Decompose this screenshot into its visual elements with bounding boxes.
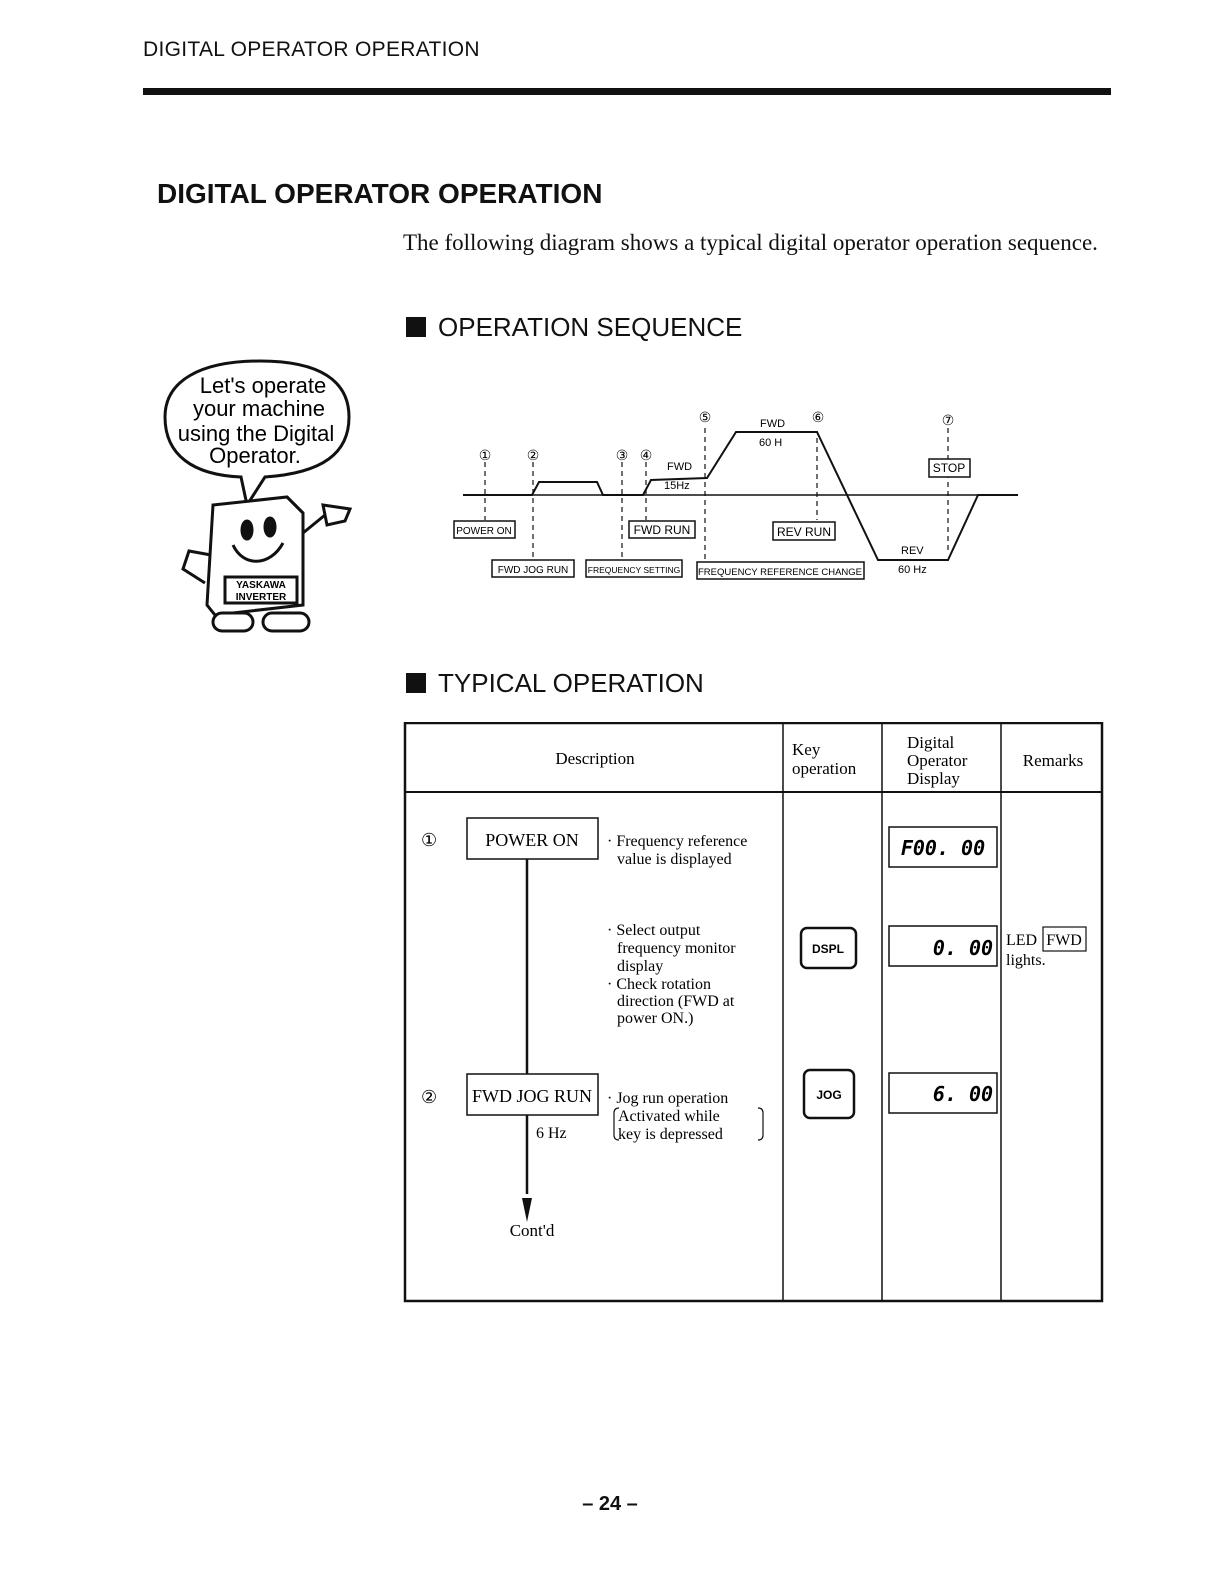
row-2-desc: key is depressed	[618, 1126, 723, 1143]
row-1b-desc: direction (FWD at	[617, 993, 735, 1010]
label-fwd-mid: FWD	[667, 461, 692, 473]
row-1-desc: · Frequency reference	[607, 833, 747, 850]
box-rev-run	[772, 521, 836, 541]
remark-fwd-box	[1042, 926, 1087, 952]
page-number: – 24 –	[582, 1493, 638, 1515]
running-header: DIGITAL OPERATOR OPERATION	[143, 38, 480, 61]
row-1b-desc: power ON.)	[617, 1010, 693, 1027]
step-3: ③	[616, 447, 629, 463]
flow-arrow-icon	[522, 1198, 532, 1222]
remark-lights: lights.	[1006, 952, 1046, 969]
box-stop	[928, 458, 971, 478]
box-power-on-label: POWER ON	[456, 526, 512, 537]
label-15hz: 15Hz	[664, 480, 690, 492]
step-1: ①	[479, 447, 492, 463]
section-operation-sequence: OPERATION SEQUENCE	[406, 312, 742, 343]
row-2-desc: Activated while	[618, 1108, 720, 1125]
remark-led: LED	[1006, 932, 1037, 949]
section-heading: TYPICAL OPERATION	[438, 668, 704, 698]
header-rule	[143, 88, 1111, 95]
header-key: operation	[792, 759, 857, 778]
row-2-display	[888, 1072, 998, 1114]
remark-fwd-label: FWD	[1046, 932, 1082, 949]
box-power-on	[453, 520, 516, 539]
label-60hz-fwd: 60 H	[759, 437, 782, 449]
step-6: ⑥	[812, 409, 825, 425]
mascot-character	[181, 495, 353, 633]
bullet-square-icon	[406, 673, 426, 693]
badge-line: YASKAWA	[236, 580, 286, 591]
operation-sequence-diagram: ① ② ③ ④ ⑤ ⑥ ⑦ FWD 60 H FWD 15Hz REV 60 H…	[453, 409, 1018, 580]
bullet-square-icon	[406, 317, 426, 337]
row-1-number: ①	[421, 830, 437, 850]
row-2-sub: 6 Hz	[536, 1125, 567, 1142]
speech-bubble	[163, 359, 351, 509]
step-marker-lines	[484, 428, 949, 560]
jog-key-icon	[802, 1068, 856, 1120]
typical-operation-table: Description Key operation Digital Operat…	[403, 722, 1104, 1303]
label-rev: REV	[901, 545, 924, 557]
box-fwd-jog-run	[491, 559, 575, 578]
box-frequency-setting	[585, 559, 683, 578]
dspl-key-label: DSPL	[812, 942, 844, 956]
row-2-desc: · Jog run operation	[607, 1090, 728, 1107]
jog-key-label: JOG	[816, 1088, 841, 1102]
step-4: ④	[640, 447, 653, 463]
box-stop-label: STOP	[933, 461, 965, 475]
mascot-illustration: Let's operate your machine using the Dig…	[163, 359, 353, 633]
row-1b-desc: display	[617, 958, 663, 975]
box-fwd-run-label: FWD RUN	[634, 523, 691, 537]
row-1-box-label: POWER ON	[485, 830, 579, 850]
speech-line: your machine	[193, 396, 325, 421]
row-2-number: ②	[421, 1087, 437, 1107]
speech-line: Let's operate	[200, 373, 327, 398]
page-title: DIGITAL OPERATOR OPERATION	[157, 178, 603, 209]
row-1b-desc: · Check rotation	[607, 976, 711, 993]
bracket-right	[757, 1107, 764, 1141]
row-1-display	[888, 826, 998, 868]
header-display: Operator	[907, 751, 968, 770]
row-1-display-value: F00. 00	[901, 836, 985, 860]
row-1b-display	[888, 925, 998, 967]
row-1-box	[466, 817, 599, 860]
header-display: Display	[907, 769, 960, 788]
header-description: Description	[555, 749, 635, 768]
bracket-left	[613, 1107, 620, 1141]
section-heading: OPERATION SEQUENCE	[438, 312, 743, 342]
box-frequency-reference-change-label: FREQUENCY REFERENCE CHANGE	[698, 567, 862, 578]
step-5: ⑤	[699, 409, 712, 425]
step-7: ⑦	[942, 412, 955, 428]
row-1b-desc: · Select output	[607, 922, 701, 939]
box-rev-run-label: REV RUN	[777, 525, 831, 539]
label-fwd-top: FWD	[760, 418, 785, 430]
row-2-box	[466, 1073, 599, 1116]
row-1b-display-value: 0. 00	[933, 936, 993, 960]
speech-line: Operator.	[209, 443, 301, 468]
row-2-box-label: FWD JOG RUN	[472, 1086, 592, 1106]
box-fwd-run	[628, 520, 696, 539]
continued-label: Cont'd	[510, 1221, 555, 1240]
header-key: Key	[792, 740, 821, 759]
dspl-key-icon	[799, 926, 858, 970]
box-fwd-jog-run-label: FWD JOG RUN	[498, 565, 569, 576]
label-60hz-rev: 60 Hz	[898, 564, 927, 576]
row-1b-desc: frequency monitor	[617, 940, 736, 957]
intro-text: The following diagram shows a typical di…	[403, 230, 1098, 255]
header-remarks: Remarks	[1023, 751, 1083, 770]
frequency-profile-line	[463, 431, 1018, 561]
speech-line: using the Digital	[178, 421, 335, 446]
row-2-display-value: 6. 00	[933, 1082, 993, 1106]
section-typical-operation: TYPICAL OPERATION	[406, 668, 704, 699]
badge-line: INVERTER	[236, 592, 287, 603]
step-2: ②	[527, 447, 540, 463]
box-frequency-setting-label: FREQUENCY SETTING	[588, 565, 680, 575]
row-1-desc: value is displayed	[617, 851, 732, 868]
box-frequency-reference-change	[696, 561, 865, 580]
header-display: Digital	[907, 733, 954, 752]
